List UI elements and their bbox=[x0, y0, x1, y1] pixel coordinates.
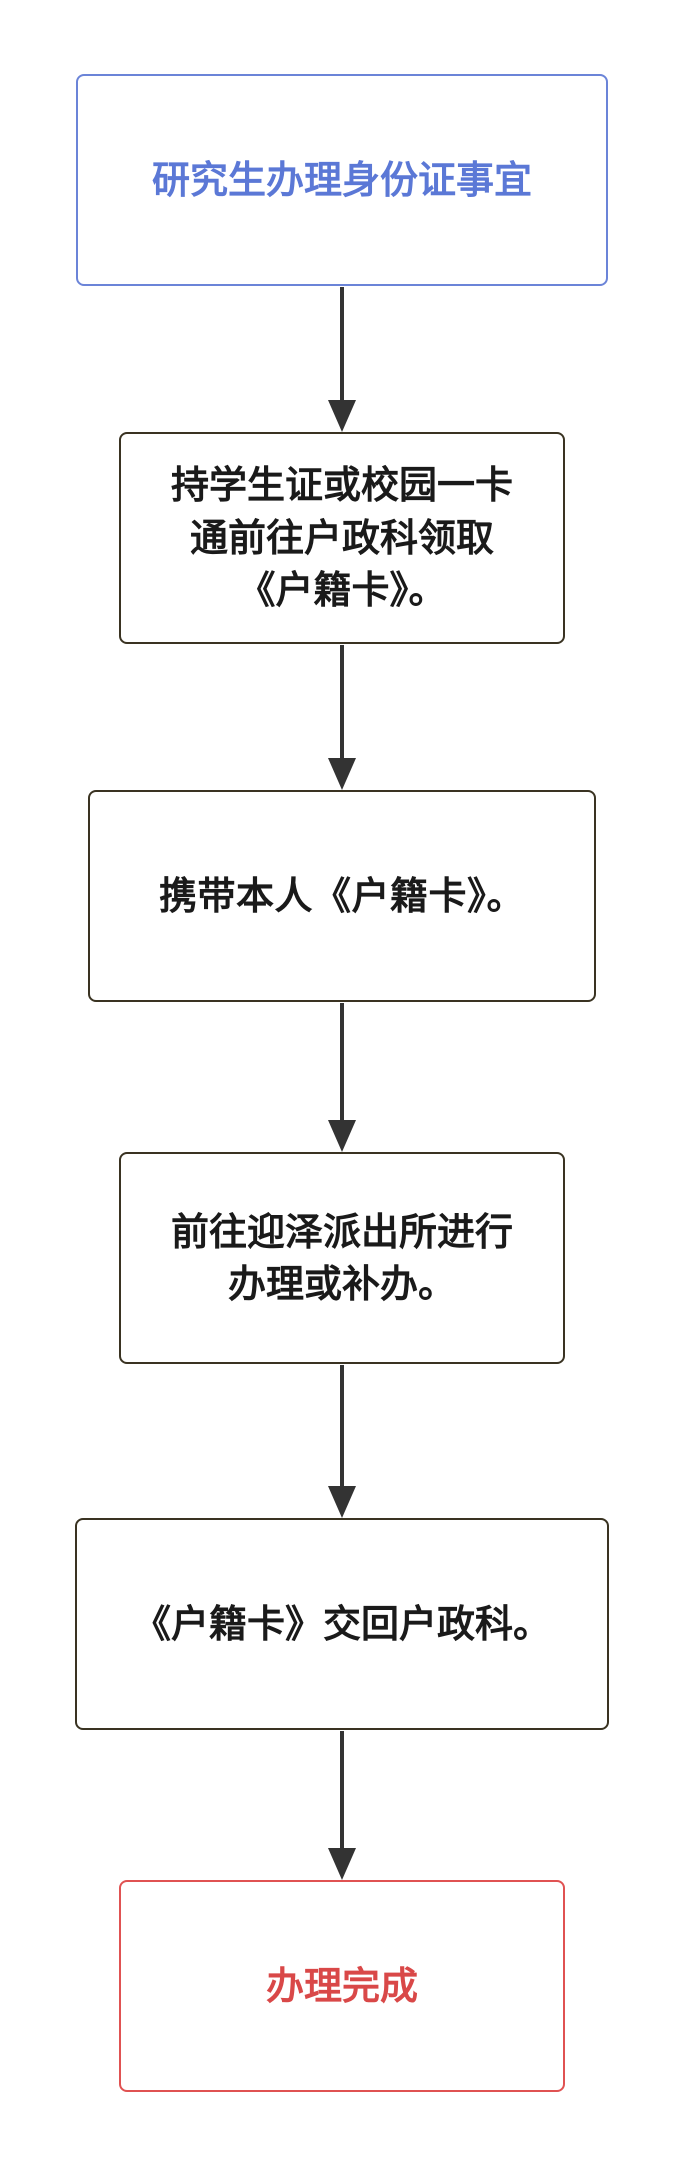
step-node-label: 《户籍卡》交回户政科。 bbox=[132, 1601, 551, 1646]
arrow-4 bbox=[328, 1365, 356, 1518]
step-node-return-household-card: 《户籍卡》交回户政科。 bbox=[75, 1518, 609, 1730]
arrow-1 bbox=[328, 287, 356, 432]
end-node-label: 办理完成 bbox=[265, 1963, 418, 2008]
step-node-label: 携带本人《户籍卡》。 bbox=[158, 873, 525, 918]
end-node: 办理完成 bbox=[119, 1880, 565, 2092]
start-node-label: 研究生办理身份证事宜 bbox=[151, 157, 532, 202]
step-node-label: 持学生证或校园一卡通前往户政科领取《户籍卡》。 bbox=[170, 463, 513, 613]
step-node-bring-household-card: 携带本人《户籍卡》。 bbox=[88, 790, 596, 1002]
arrow-2 bbox=[328, 645, 356, 790]
step-node-police-station: 前往迎泽派出所进行办理或补办。 bbox=[119, 1152, 565, 1364]
start-node: 研究生办理身份证事宜 bbox=[76, 74, 608, 286]
arrow-5 bbox=[328, 1731, 356, 1880]
step-node-collect-household-card: 持学生证或校园一卡通前往户政科领取《户籍卡》。 bbox=[119, 432, 565, 644]
step-node-label: 前往迎泽派出所进行办理或补办。 bbox=[170, 1209, 513, 1306]
arrow-3 bbox=[328, 1003, 356, 1152]
